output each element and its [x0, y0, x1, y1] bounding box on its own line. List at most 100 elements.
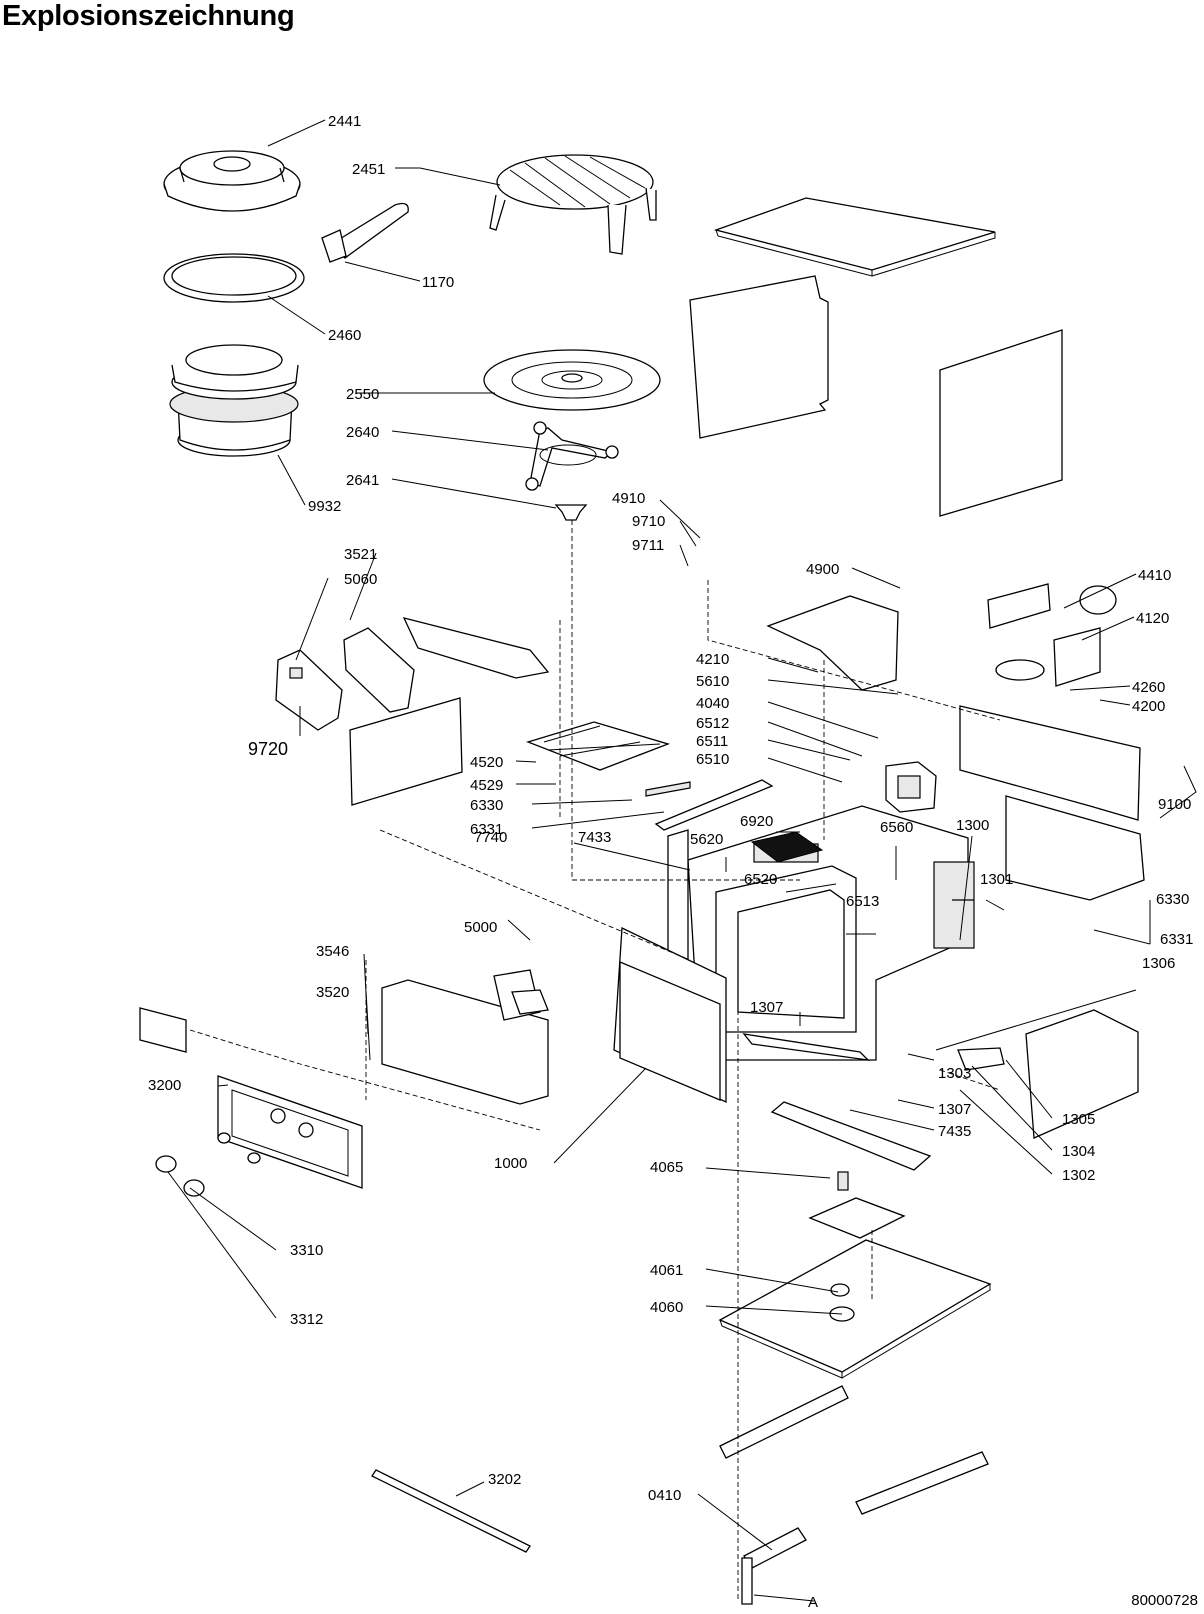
callout-5060: 5060 — [344, 571, 377, 588]
callout-1301: 1301 — [980, 871, 1013, 888]
insulation-left — [349, 697, 463, 806]
cover-panel-top — [713, 197, 996, 277]
callout-6330-lower: 6330 — [1156, 891, 1189, 908]
callout-6920: 6920 — [740, 813, 773, 830]
side-panel-left — [689, 275, 829, 439]
callout-1170: 1170 — [422, 274, 454, 291]
callout-2550: 2550 — [346, 386, 379, 403]
magnetron — [885, 761, 937, 813]
callout-5610: 5610 — [696, 673, 729, 690]
callout-9932: 9932 — [308, 498, 341, 515]
oven-cavity — [687, 805, 969, 1061]
callout-9710: 9710 — [632, 513, 665, 530]
door-glass — [613, 926, 727, 1104]
steamer-set — [169, 344, 299, 457]
callout-7740: 7740 — [474, 829, 507, 846]
callout-2441: 2441 — [328, 113, 361, 130]
callout-4210: 4210 — [696, 651, 729, 668]
callout-7433: 7433 — [578, 829, 611, 846]
callout-3521: 3521 — [344, 546, 377, 563]
callout-3312: 3312 — [290, 1311, 323, 1328]
callout-4061: 4061 — [650, 1262, 683, 1279]
control-housing-right — [959, 705, 1145, 901]
control-pcb — [275, 649, 343, 731]
callout-1303: 1303 — [938, 1065, 971, 1082]
control-bracket — [343, 617, 550, 713]
page-title: Explosionszeichnung — [2, 0, 295, 32]
callout-6511: 6511 — [696, 733, 728, 750]
crisp-plate — [163, 253, 305, 303]
callout-4260: 4260 — [1132, 679, 1165, 696]
callout-3202: 3202 — [488, 1471, 521, 1488]
base-rail-right — [855, 1451, 989, 1515]
callout-6512: 6512 — [696, 715, 729, 732]
knob-set — [155, 1132, 261, 1197]
callout-2641: 2641 — [346, 472, 379, 489]
heater-strip — [645, 779, 774, 831]
callout-9711: 9711 — [632, 537, 664, 554]
callout-6331-upper: 6331 — [470, 821, 503, 838]
callout-9720: 9720 — [248, 739, 288, 759]
callout-9100: 9100 — [1158, 796, 1191, 813]
turntable-coupler — [554, 504, 588, 521]
callout-4410: 4410 — [1138, 567, 1171, 584]
crisp-plate-cover — [163, 150, 301, 212]
callout-5620: 5620 — [690, 831, 723, 848]
callout-3200: 3200 — [148, 1077, 181, 1094]
callout-3546: 3546 — [316, 943, 349, 960]
callout-4065: 4065 — [650, 1159, 683, 1176]
callout-1306: 1306 — [1142, 955, 1175, 972]
callout-0410: 0410 — [648, 1487, 681, 1504]
callout-4529: 4529 — [470, 777, 503, 794]
grill-heater — [526, 721, 671, 771]
callout-2451: 2451 — [352, 161, 385, 178]
cooling-fan — [987, 583, 1117, 687]
callout-4040: 4040 — [696, 695, 729, 712]
turntable-plate — [483, 349, 661, 411]
crisp-plate-handle — [321, 202, 409, 263]
control-panel-frame — [381, 969, 549, 1105]
callout-1305: 1305 — [1062, 1111, 1095, 1128]
callout-labels: 2441 2451 1170 2460 2550 2640 2641 9932 … — [148, 113, 1193, 1611]
callout-6331-lower: 6331 — [1160, 931, 1193, 948]
mounting-bracket-a — [741, 1527, 807, 1605]
base-rail-left — [719, 1385, 849, 1459]
callout-6513: 6513 — [846, 893, 879, 910]
callout-1302: 1302 — [1062, 1167, 1095, 1184]
callout-6560: 6560 — [880, 819, 913, 836]
callout-4060: 4060 — [650, 1299, 683, 1316]
callout-2640: 2640 — [346, 424, 379, 441]
control-panel-fascia — [217, 1075, 363, 1189]
reference-letter-a: A — [808, 1594, 818, 1611]
grill-rack — [489, 154, 657, 255]
callout-5000: 5000 — [464, 919, 497, 936]
callout-4200: 4200 — [1132, 698, 1165, 715]
callout-1300: 1300 — [956, 817, 989, 834]
roller-ring — [525, 421, 619, 491]
leader-lines — [167, 119, 1197, 1602]
callout-4910: 4910 — [612, 490, 645, 507]
callout-6520: 6520 — [744, 871, 777, 888]
base-plate — [718, 1239, 992, 1379]
document-number: 80000728 — [1131, 1592, 1198, 1609]
callout-1304: 1304 — [1062, 1143, 1095, 1160]
callout-4120: 4120 — [1136, 610, 1169, 627]
callout-1000: 1000 — [494, 1155, 527, 1172]
callout-2460: 2460 — [328, 327, 361, 344]
callout-1307-upper: 1307 — [750, 999, 783, 1016]
callout-4520: 4520 — [470, 754, 503, 771]
side-panel-right — [939, 329, 1063, 517]
side-insulation-right — [1025, 1009, 1139, 1139]
callout-6510: 6510 — [696, 751, 729, 768]
callout-3310: 3310 — [290, 1242, 323, 1259]
trim-strip — [371, 1469, 531, 1553]
door-hinge-rail — [742, 1033, 932, 1171]
callout-3520: 3520 — [316, 984, 349, 1001]
waveguide-duct — [766, 595, 899, 691]
display-window — [139, 1007, 187, 1053]
callout-7435: 7435 — [938, 1123, 971, 1140]
callout-1307-lower: 1307 — [938, 1101, 971, 1118]
callout-6330-upper: 6330 — [470, 797, 503, 814]
stirrer-bracket — [808, 1171, 906, 1239]
